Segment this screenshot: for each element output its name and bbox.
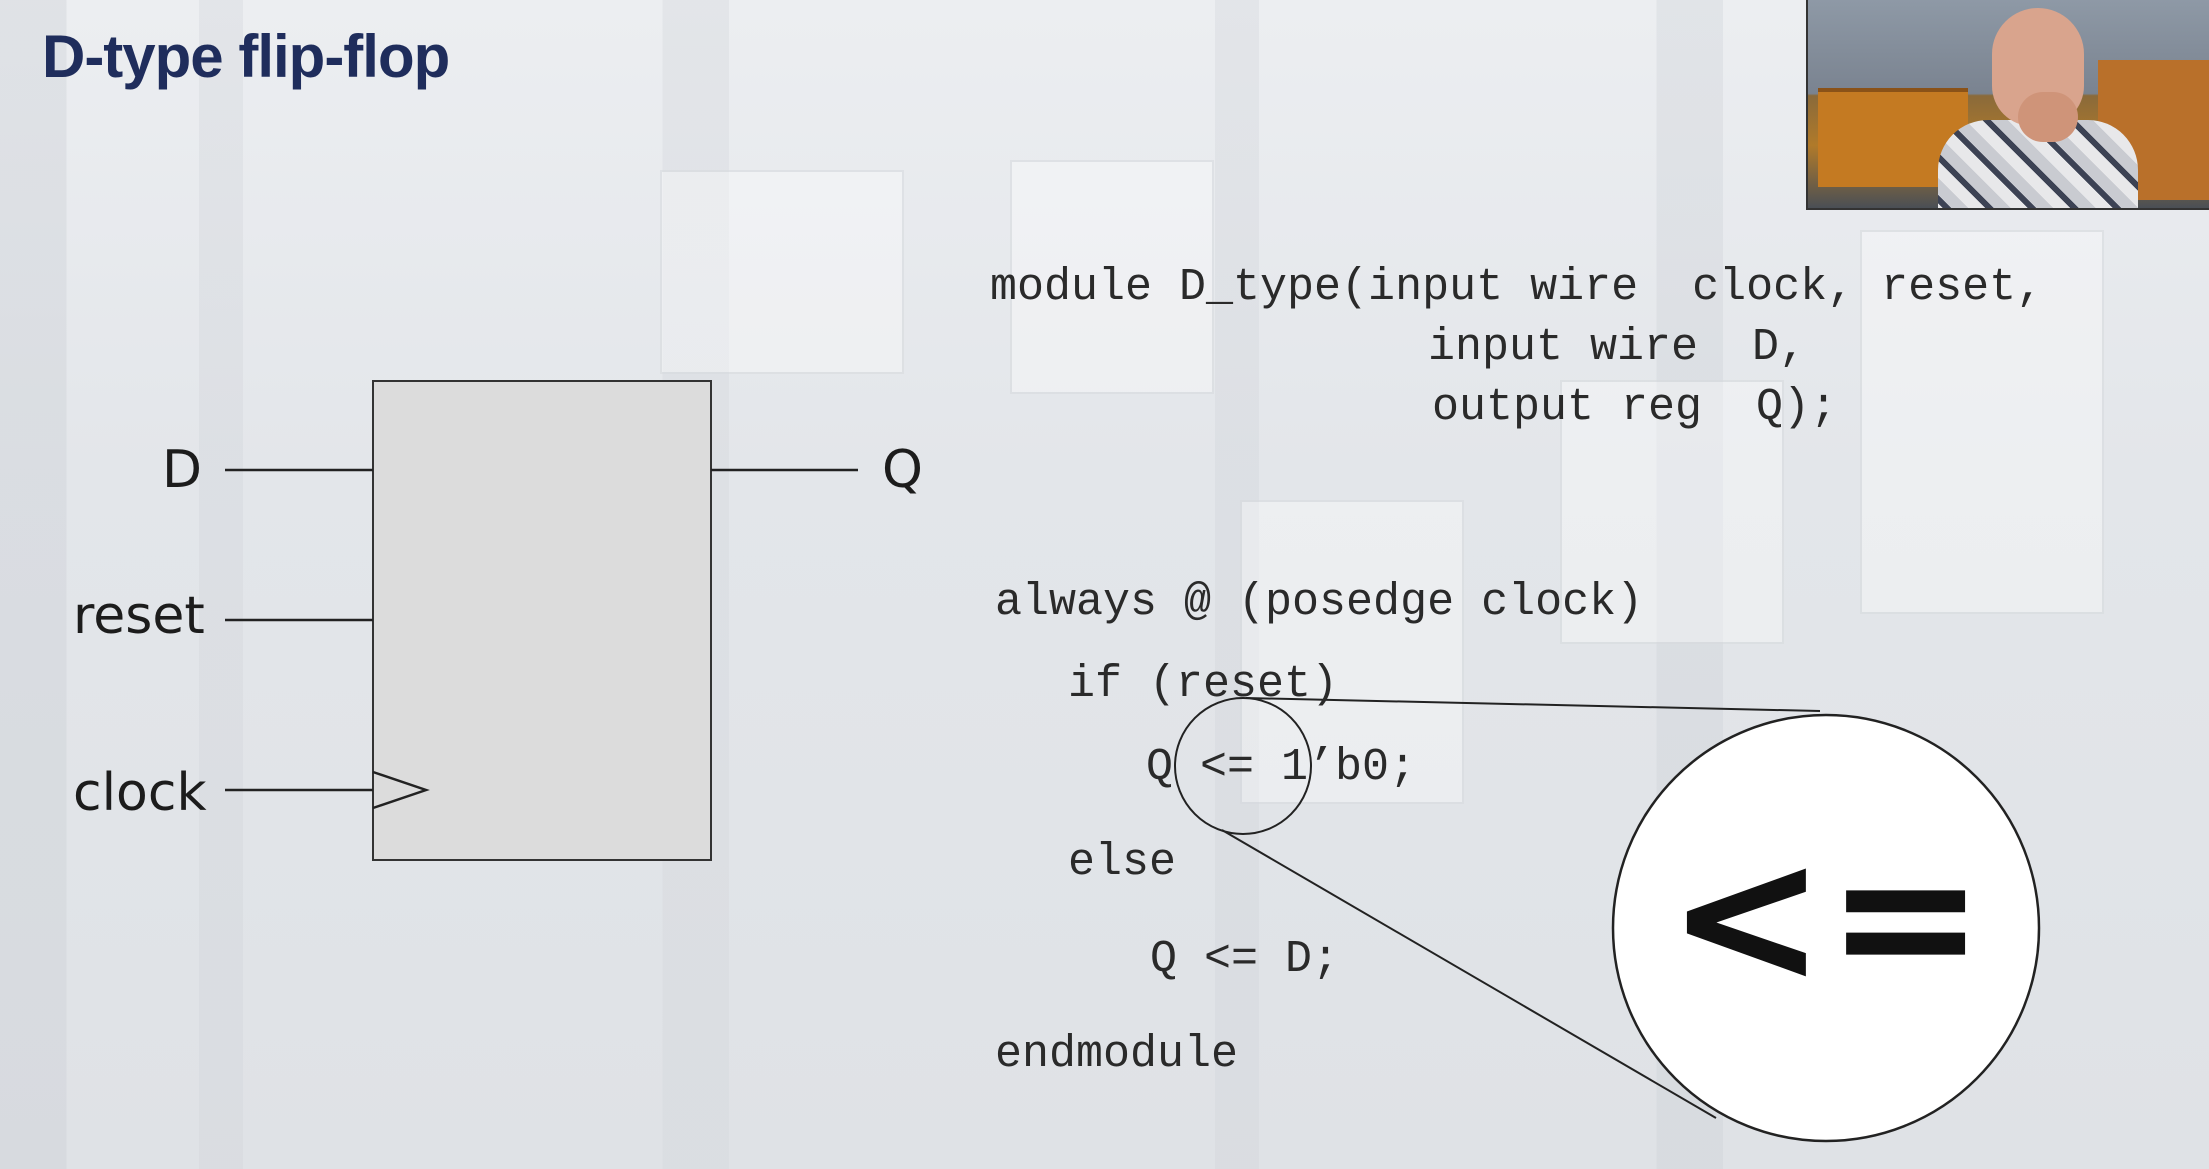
code-line-else: else: [1068, 837, 1177, 888]
callout-line-top: [1245, 697, 1821, 712]
background-panel: [1860, 230, 2104, 614]
magnified-operator: <=: [1667, 806, 1985, 1027]
code-line-if: if (reset): [1068, 659, 1339, 710]
code-line-output-q: output reg Q);: [1432, 382, 1838, 433]
magnifier-small-circle: [1174, 697, 1312, 835]
presenter-video-feed: [1806, 0, 2209, 210]
code-line-d-assign: Q <= D;: [1150, 934, 1340, 985]
port-label-clock: clock: [73, 763, 207, 823]
presenter-hand: [2018, 92, 2078, 142]
background-panel: [1560, 380, 1784, 644]
callout-line-bottom: [1221, 829, 1717, 1119]
slide-title: D-type flip-flop: [42, 23, 450, 90]
clock-edge-triangle-icon: [372, 770, 430, 810]
background-panel: [1240, 500, 1464, 804]
code-line-always: always @ (posedge clock): [995, 577, 1644, 628]
port-label-d: D: [162, 440, 203, 500]
flip-flop-block: [372, 380, 712, 861]
code-line-module: module D_type(input wire clock, reset,: [990, 262, 2044, 313]
port-label-reset: reset: [73, 586, 205, 646]
code-line-endmodule: endmodule: [995, 1029, 1239, 1080]
magnifier-large-circle: [1611, 713, 2041, 1143]
background-panel: [1010, 160, 1214, 394]
code-line-reset-assign: Q <= 1’b0;: [1146, 742, 1417, 793]
background-panel: [660, 170, 904, 374]
port-label-q: Q: [882, 440, 923, 500]
code-line-input-d: input wire D,: [1428, 322, 1807, 373]
